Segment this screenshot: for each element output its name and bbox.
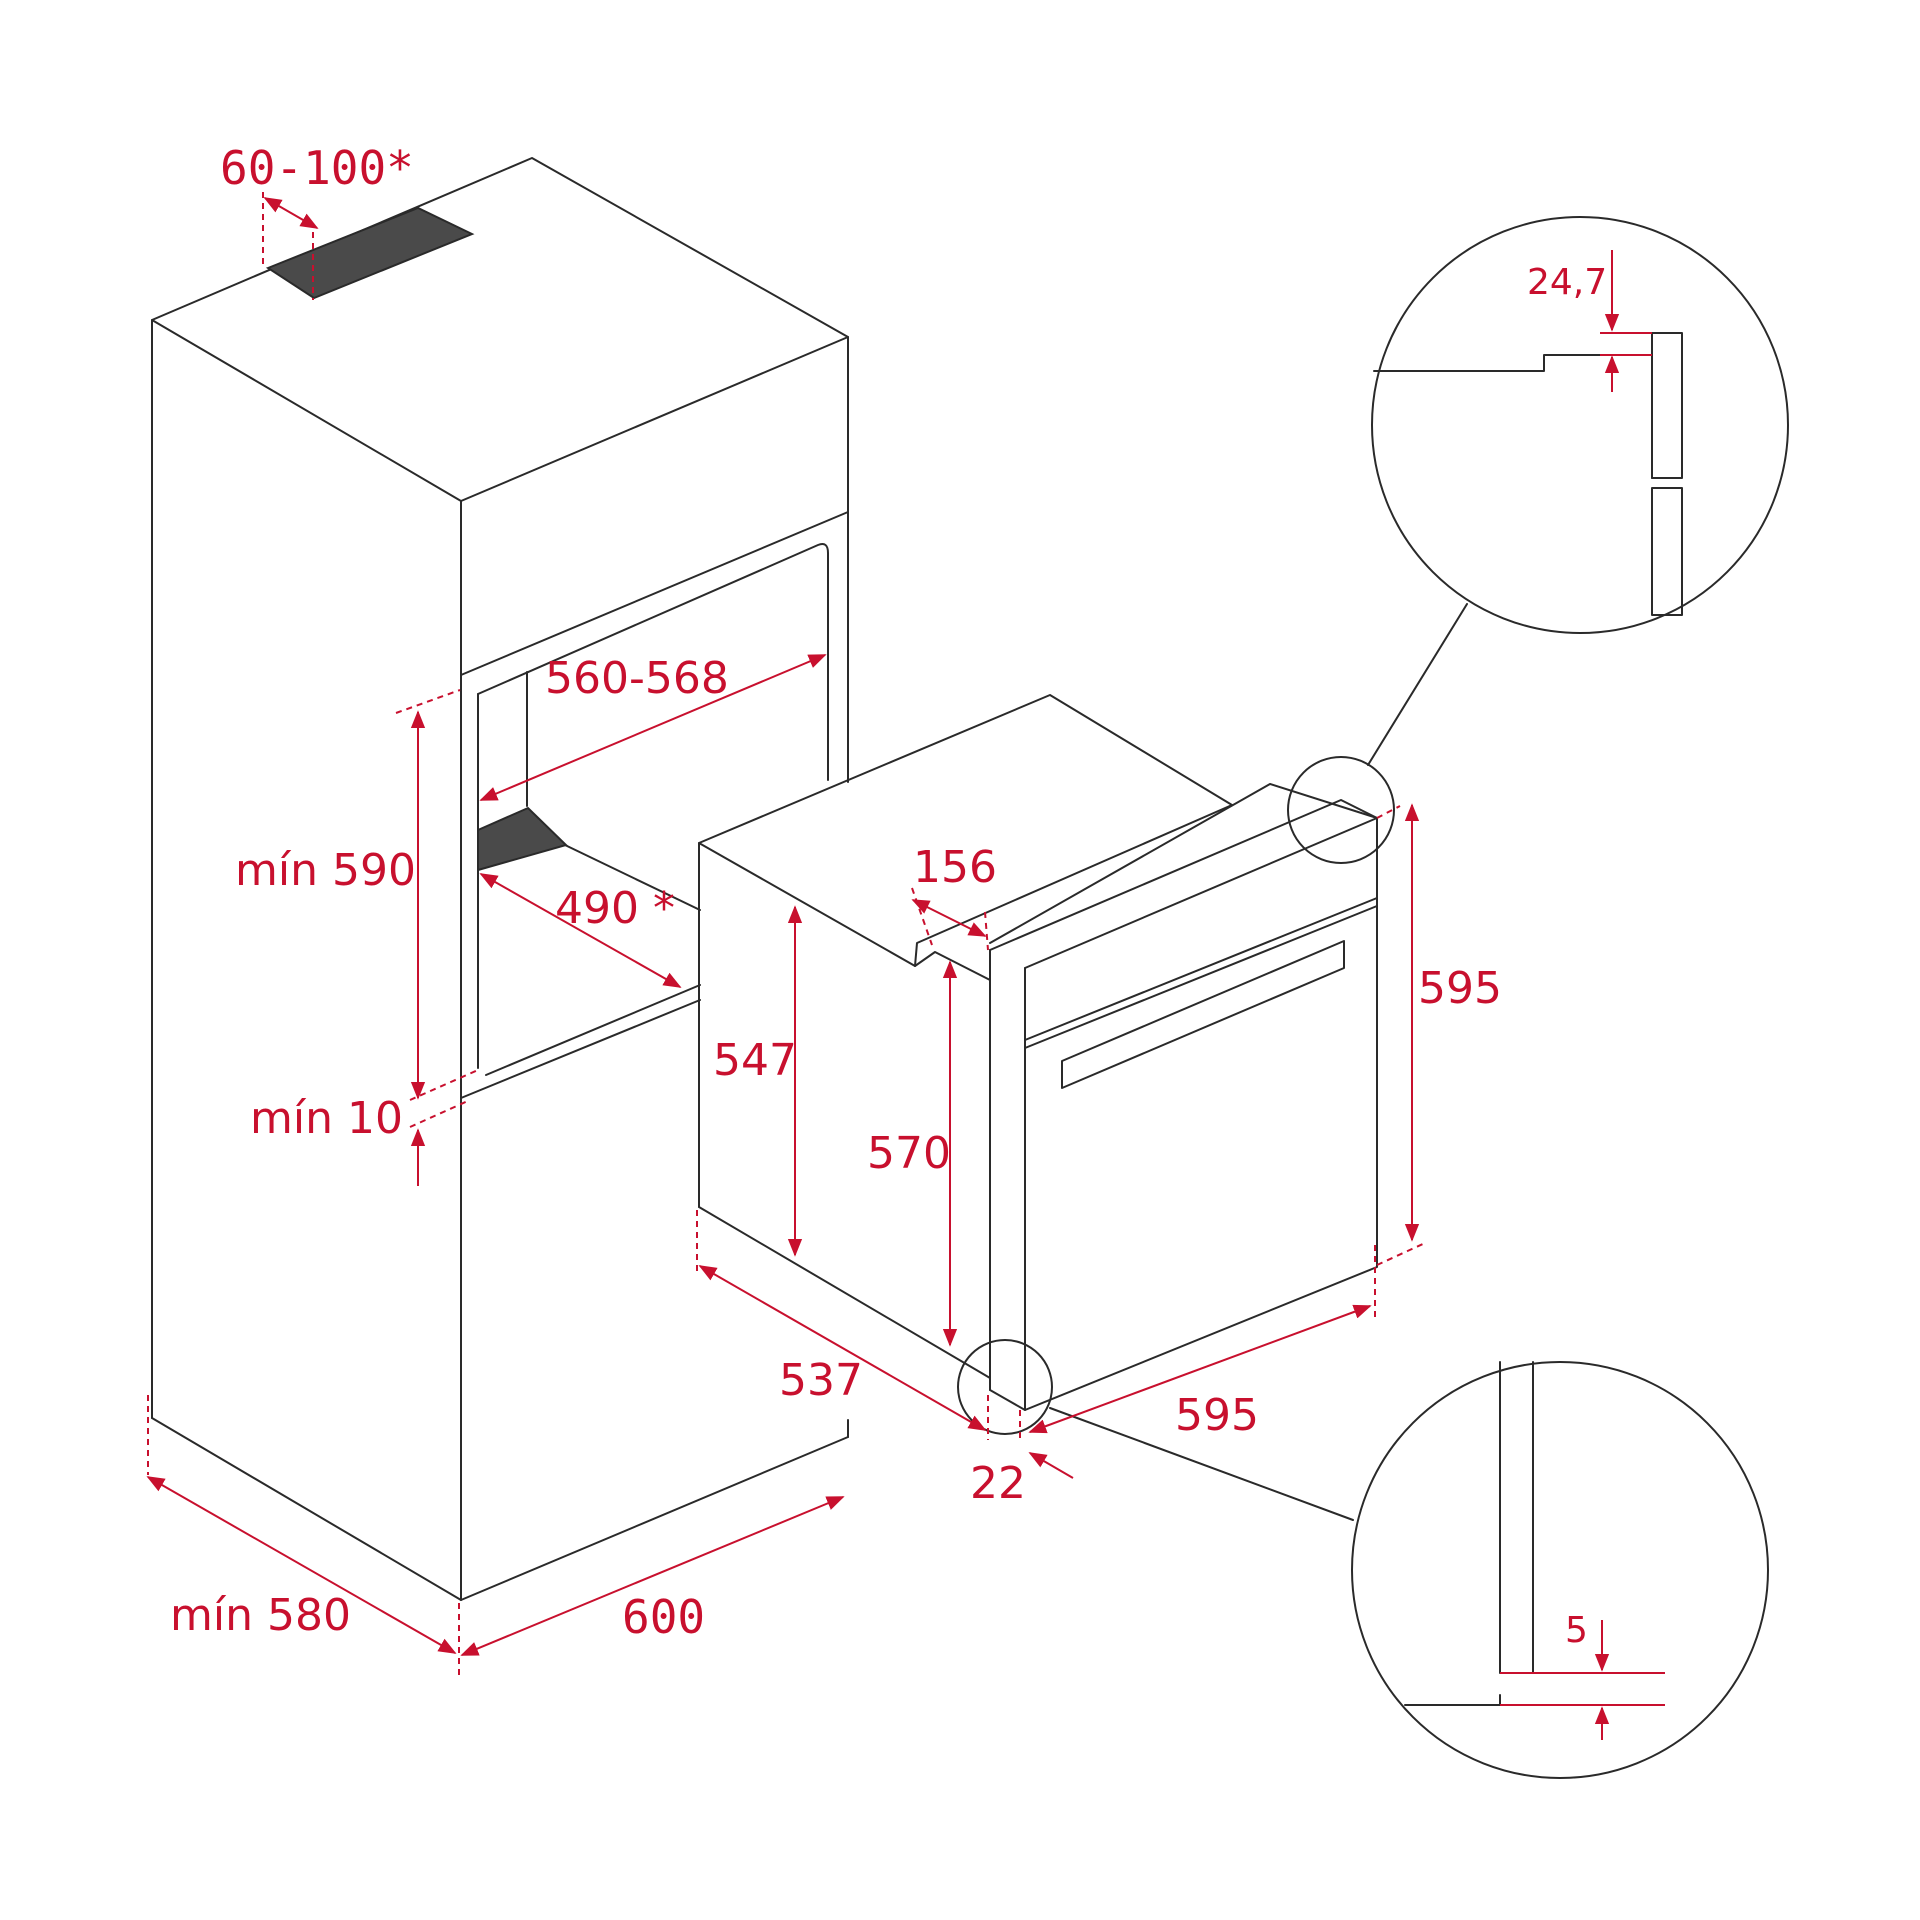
niche-back-frame [477, 543, 829, 781]
vent-gap-line [263, 197, 319, 229]
oven-step-label: 156 [913, 842, 997, 893]
detail-circle-bottom [1351, 1361, 1769, 1779]
oven-depth-line [698, 1265, 987, 1431]
cabinet-depth-line [146, 1476, 457, 1654]
oven-control-line [1024, 897, 1378, 1041]
oven-frame-front [989, 799, 1378, 1411]
oven-front-height-label: 570 [867, 1128, 951, 1179]
oven-top-face [698, 694, 1233, 967]
niche-width-line [479, 654, 827, 801]
cabinet-width-label: 600 [622, 1590, 705, 1644]
cabinet-bottom-left [151, 1417, 462, 1601]
detail-bottom-floor [1404, 1694, 1501, 1706]
detail-bottom [957, 1339, 1769, 1779]
cabinet-width-line [460, 1496, 845, 1656]
oven-body-height-label: 547 [713, 1035, 797, 1086]
niche-top-front [460, 511, 849, 676]
niche-bottom-front [485, 984, 701, 1076]
oven-width-line [1028, 1304, 1372, 1434]
detail-bottom-label: 5 [1565, 1610, 1588, 1651]
vent-opening [265, 206, 475, 300]
detail-top [1287, 216, 1789, 864]
detail-top-label: 24,7 [1527, 262, 1607, 303]
oven-bottom-left [698, 1206, 991, 1379]
door-offset-label: 22 [970, 1458, 1026, 1509]
detail-circle-top [1371, 216, 1789, 634]
step-ext [911, 887, 933, 946]
niche-height-ext-top [395, 689, 461, 714]
vent-gap-label: 60-100* [220, 141, 414, 195]
oven-total-height-label: 595 [1418, 963, 1502, 1014]
door-offset-arrow [1028, 1452, 1074, 1479]
oven-step-top [914, 951, 991, 981]
detail-circle-small-top [1287, 756, 1395, 864]
oven [698, 694, 1378, 1411]
total-height-ext-top [1376, 805, 1401, 819]
niche-floor-vent [477, 806, 568, 872]
dimensions [146, 192, 1665, 1740]
labels: 60-100* 560-568 mín 590 490 * mín 10 mín… [170, 141, 1607, 1651]
detail-leader-top [1367, 603, 1468, 766]
detail-circle-small-bottom [957, 1339, 1053, 1435]
niche-height-label: mín 590 [235, 845, 416, 896]
oven-frame-top [989, 783, 1378, 944]
detail-top-frame [1651, 332, 1683, 479]
step-ext-2 [984, 911, 989, 951]
niche-depth-label: 490 * [555, 883, 675, 934]
oven-width-label: 595 [1175, 1390, 1259, 1441]
niche-depth-line [479, 873, 682, 988]
bottom-clearance-label: mín 10 [250, 1093, 403, 1144]
oven-control-line-2 [1024, 905, 1378, 1049]
detail-top-frame-2 [1651, 487, 1683, 616]
cabinet-top-face [151, 157, 849, 502]
detail-top-profile [1373, 354, 1650, 372]
oven-handle [1061, 940, 1345, 1089]
oven-depth-label: 537 [779, 1355, 863, 1406]
oven-door-top-edge [1024, 817, 1378, 969]
niche-width-label: 560-568 [545, 653, 729, 704]
niche-height-ext-bottom [409, 1069, 479, 1101]
step-line [911, 899, 987, 937]
niche-shelf-edge [460, 999, 701, 1099]
cabinet-depth-label: mín 580 [170, 1590, 351, 1641]
total-height-ext-bottom [1376, 1242, 1426, 1266]
detail-bottom-frame [1499, 1361, 1534, 1674]
